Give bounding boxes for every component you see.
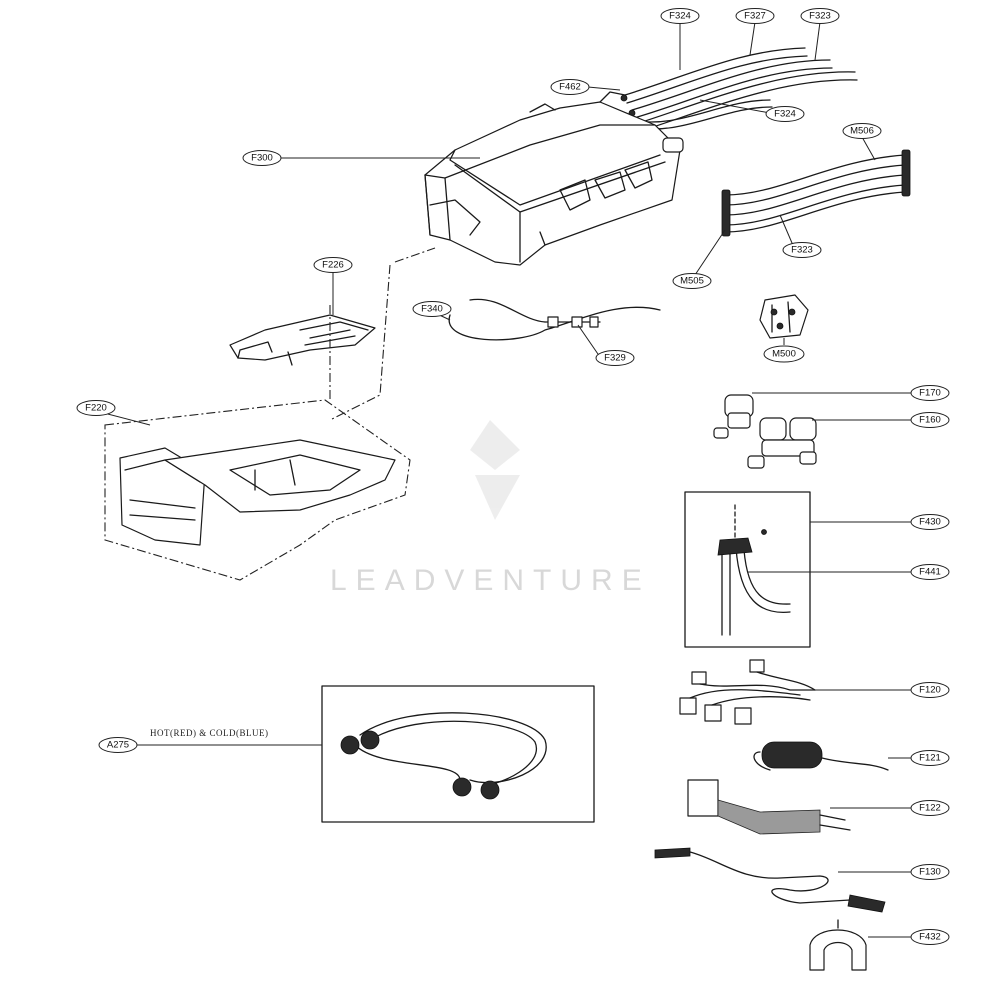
callout-f430: F430 — [910, 514, 950, 530]
callout-f130: F130 — [910, 864, 950, 880]
callout-f462: F462 — [550, 79, 590, 95]
callout-label: F220 — [85, 403, 107, 414]
callout-f300: F300 — [242, 150, 282, 166]
callout-label: F130 — [919, 867, 941, 878]
callout-label: F323 — [809, 11, 831, 22]
callout-f323-top: F323 — [800, 8, 840, 24]
dispenser-drawer-f220 — [104, 247, 436, 581]
callout-m506: M506 — [842, 123, 882, 139]
callout-f324-top: F324 — [660, 8, 700, 24]
watermark-text: LEADVENTURE — [330, 564, 651, 597]
callout-a275: A275 — [98, 737, 138, 753]
callout-f324-lower: F324 — [765, 106, 805, 122]
hose-harness-m505-m506 — [721, 149, 911, 237]
callout-label: F340 — [421, 304, 443, 315]
pressure-switch-m500 — [759, 294, 809, 339]
watermark-logo — [470, 420, 520, 520]
dispenser-housing-f300 — [424, 91, 684, 266]
callout-label: F432 — [919, 932, 941, 943]
hose-f340-f329 — [448, 298, 661, 341]
hose-set-f324-f327-f323 — [620, 47, 858, 131]
callout-f120: F120 — [910, 682, 950, 698]
callout-m505: M505 — [672, 273, 712, 289]
callout-label: M505 — [680, 276, 704, 287]
callout-f170: F170 — [910, 385, 950, 401]
leader-lines — [99, 21, 920, 938]
callout-f441: F441 — [910, 564, 950, 580]
callout-f121: F121 — [910, 750, 950, 766]
callout-f327: F327 — [735, 8, 775, 24]
clamp-f432 — [809, 919, 867, 971]
callout-m500: M500 — [763, 345, 805, 363]
detergent-cover-f226 — [229, 314, 376, 366]
callout-label: M500 — [772, 349, 796, 360]
callout-label: F160 — [919, 415, 941, 426]
watermark: LEADVENTURE — [330, 420, 651, 597]
callout-f122: F122 — [910, 800, 950, 816]
callout-label: F430 — [919, 517, 941, 528]
callout-label: F441 — [919, 567, 941, 578]
callout-f323-lower: F323 — [782, 242, 822, 258]
callout-label: F300 — [251, 153, 273, 164]
callout-label: F329 — [604, 353, 626, 364]
callout-f432: F432 — [910, 929, 950, 945]
hose-color-note: HOT(RED) & COLD(BLUE) — [150, 728, 268, 738]
callout-f226: F226 — [313, 257, 353, 273]
callout-label: F324 — [774, 109, 796, 120]
inlet-hoses-a275 — [321, 685, 595, 823]
wire-harness-f120 — [679, 659, 816, 725]
callout-f340: F340 — [412, 301, 452, 317]
callout-f329: F329 — [595, 350, 635, 366]
callout-label: F323 — [791, 245, 813, 256]
callout-label: F170 — [919, 388, 941, 399]
callout-f220: F220 — [76, 400, 116, 416]
water-valves-f170-f160 — [713, 394, 817, 469]
hose-assembly-f430-f441 — [684, 491, 811, 648]
callout-label: F324 — [669, 11, 691, 22]
cable-f130 — [654, 847, 886, 913]
callout-label: F120 — [919, 685, 941, 696]
callout-f160: F160 — [910, 412, 950, 428]
callout-label: M506 — [850, 126, 874, 137]
callout-label: F462 — [559, 82, 581, 93]
callout-label: F226 — [322, 260, 344, 271]
ribbon-harness-f122 — [687, 779, 851, 835]
callout-label: F327 — [744, 11, 766, 22]
noise-filter-f121 — [753, 741, 889, 771]
callout-label: F121 — [919, 753, 941, 764]
callout-label: F122 — [919, 803, 941, 814]
callout-label: A275 — [107, 740, 129, 751]
